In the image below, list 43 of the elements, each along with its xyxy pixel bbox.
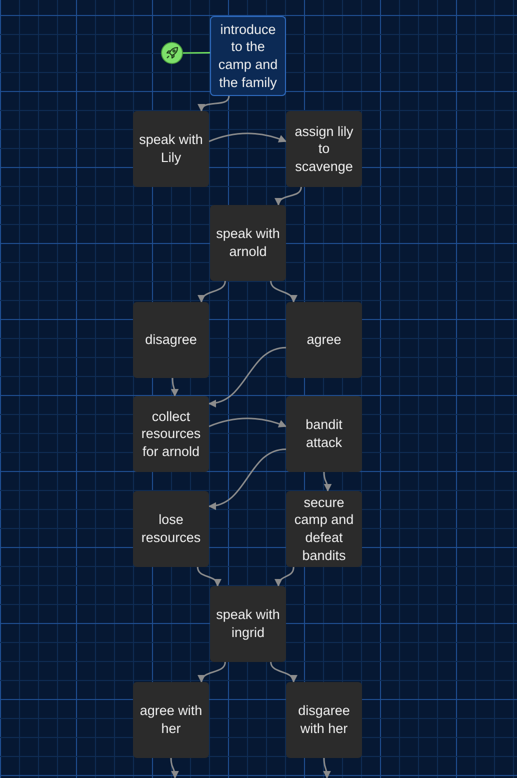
arrow [208,132,287,143]
step-label: agree [306,331,342,349]
arrow [323,472,332,492]
step-box [210,205,286,281]
arrow [208,448,286,510]
arrow [198,96,230,112]
step-box [286,491,362,567]
step-box [210,586,286,662]
step-box [286,302,362,378]
step-label: bandit attack [304,416,344,452]
step-label: assign lily to scavenge [294,122,354,176]
step-box [286,396,362,472]
step-label: speak with arnold [215,225,281,261]
arrow [208,346,286,407]
step-label: speak with Lily [138,131,204,167]
step-label: agree with her [138,702,204,738]
start-circle [161,42,183,64]
arrow [170,758,179,778]
arrow [198,662,226,683]
step-box [286,682,362,758]
step-label: disgaree with her [297,702,351,738]
step-label: introduce to the camp and the family [217,20,279,92]
step-label: lose resources [140,511,202,547]
step-box [133,302,209,378]
arrow [275,566,294,587]
arrow [208,418,287,428]
arrow [276,186,302,206]
step-label: speak with ingrid [215,606,281,642]
step-box [133,111,209,187]
arrow [170,378,179,397]
step-box [133,491,209,567]
arrow [270,662,296,683]
arrow [322,758,331,778]
step-label: disagree [144,331,198,349]
step-label: collect resources for arnold [140,408,202,460]
arrow [198,280,226,303]
step-box [133,396,209,472]
arrow [270,280,296,303]
step-box [133,682,209,758]
step-label: secure camp and defeat bandits [293,494,355,564]
start-step-box [210,16,286,96]
arrow [196,566,220,587]
step-box [286,111,362,187]
